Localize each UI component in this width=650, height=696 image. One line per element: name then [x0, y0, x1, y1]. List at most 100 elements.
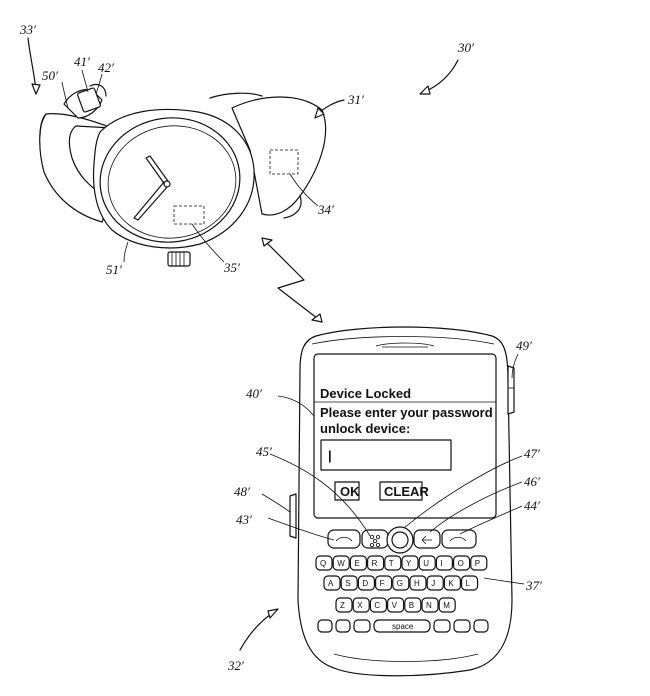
key-u[interactable]: U	[418, 555, 436, 571]
key-label: V	[392, 601, 398, 610]
watch-strap-module	[269, 149, 299, 175]
watch-hands	[133, 155, 171, 221]
key-x[interactable]: X	[352, 597, 370, 613]
clear-button[interactable]	[379, 481, 423, 501]
clear-button-label: CLEAR	[384, 484, 429, 499]
key-alt[interactable]	[317, 619, 333, 633]
key-label: L	[466, 579, 471, 588]
reference-numerals: 33′ 30′ 41′ 42′ 50′ 31′ 34′ 35′ 51′ 49′ …	[19, 22, 542, 673]
key-zero[interactable]	[335, 619, 351, 633]
key-j[interactable]: J	[426, 575, 444, 591]
call-key[interactable]	[327, 529, 361, 549]
key-a[interactable]: A	[323, 575, 341, 591]
key-r[interactable]: R	[367, 555, 385, 571]
ref-50: 50′	[42, 68, 58, 83]
key-speaker[interactable]	[453, 619, 471, 633]
phone-screen	[313, 353, 497, 519]
key-i[interactable]: I	[435, 555, 453, 571]
key-g[interactable]: G	[392, 575, 410, 591]
key-label: P	[475, 559, 480, 568]
ref-40: 40′	[246, 386, 262, 401]
ok-button[interactable]	[334, 481, 360, 501]
key-z[interactable]: Z	[335, 597, 353, 613]
key-label: A	[328, 579, 334, 588]
ref-41: 41′	[74, 54, 90, 69]
key-v[interactable]: V	[387, 597, 405, 613]
key-label: U	[423, 559, 429, 568]
key-y[interactable]: Y	[401, 555, 419, 571]
key-e[interactable]: E	[349, 555, 367, 571]
ref-49: 49′	[516, 338, 532, 353]
smart-watch	[39, 83, 327, 267]
key-l[interactable]: L	[461, 575, 479, 591]
ref-46: 46′	[524, 474, 540, 489]
key-d[interactable]: D	[357, 575, 375, 591]
key-label: F	[380, 579, 385, 588]
key-label: B	[409, 601, 414, 610]
key-label: Z	[340, 601, 345, 610]
key-p[interactable]: P	[470, 555, 488, 571]
ref-34: 34′	[317, 202, 334, 217]
key-label: J	[431, 579, 435, 588]
side-convenience-key[interactable]	[289, 493, 297, 539]
watch-internal-module	[173, 205, 205, 225]
ref-42: 42′	[98, 60, 114, 75]
password-input-value: |	[328, 448, 332, 463]
prompt-line-2: unlock device:	[320, 421, 410, 436]
back-key[interactable]	[413, 529, 441, 549]
ref-37: 37′	[525, 578, 542, 593]
key-label: E	[354, 559, 359, 568]
key-label: R	[372, 559, 378, 568]
prompt-line-1: Please enter your password	[320, 405, 493, 420]
ref-35: 35′	[223, 260, 240, 275]
side-volume-keys[interactable]	[507, 365, 515, 415]
smartphone: Device Locked Please enter your password…	[289, 326, 515, 677]
leader-lines	[27, 37, 525, 651]
key-label: T	[389, 559, 394, 568]
key-f[interactable]: F	[375, 575, 393, 591]
password-input[interactable]	[320, 439, 452, 471]
wireless-link	[261, 237, 323, 323]
key-c[interactable]: C	[369, 597, 387, 613]
key-s[interactable]: S	[340, 575, 358, 591]
key-label: O	[458, 559, 464, 568]
key-label: X	[357, 601, 363, 610]
key-enter-lower[interactable]	[473, 619, 489, 633]
ref-30: 30′	[457, 40, 474, 55]
key-q[interactable]: Q	[315, 555, 333, 571]
ref-31: 31′	[347, 92, 364, 107]
key-o[interactable]: O	[453, 555, 471, 571]
key-n[interactable]: N	[421, 597, 439, 613]
key-m[interactable]: M	[438, 597, 456, 613]
key-label: G	[397, 579, 403, 588]
key-h[interactable]: H	[409, 575, 427, 591]
key-label: D	[362, 579, 368, 588]
key-label: M	[443, 601, 450, 610]
space-row: space	[317, 619, 489, 633]
ref-33: 33′	[19, 22, 36, 37]
control-row	[327, 526, 477, 554]
space-key-label: space	[392, 622, 414, 631]
end-call-key[interactable]	[441, 529, 477, 549]
key-t[interactable]: T	[384, 555, 402, 571]
space-key[interactable]	[373, 619, 431, 633]
key-shift-right[interactable]	[433, 619, 451, 633]
key-k[interactable]: K	[443, 575, 461, 591]
key-label: W	[337, 559, 345, 568]
key-label: I	[440, 559, 442, 568]
key-label: N	[426, 601, 432, 610]
key-b[interactable]: B	[404, 597, 422, 613]
ref-45: 45′	[256, 444, 272, 459]
key-label: C	[374, 601, 380, 610]
key-w[interactable]: W	[332, 555, 350, 571]
buckle	[63, 83, 107, 119]
ref-51: 51′	[106, 262, 122, 277]
key-label: Q	[320, 559, 326, 568]
key-label: Y	[406, 559, 412, 568]
ref-32: 32′	[227, 658, 244, 673]
key-label: S	[345, 579, 350, 588]
ref-47: 47′	[524, 446, 540, 461]
key-sym[interactable]	[353, 619, 371, 633]
